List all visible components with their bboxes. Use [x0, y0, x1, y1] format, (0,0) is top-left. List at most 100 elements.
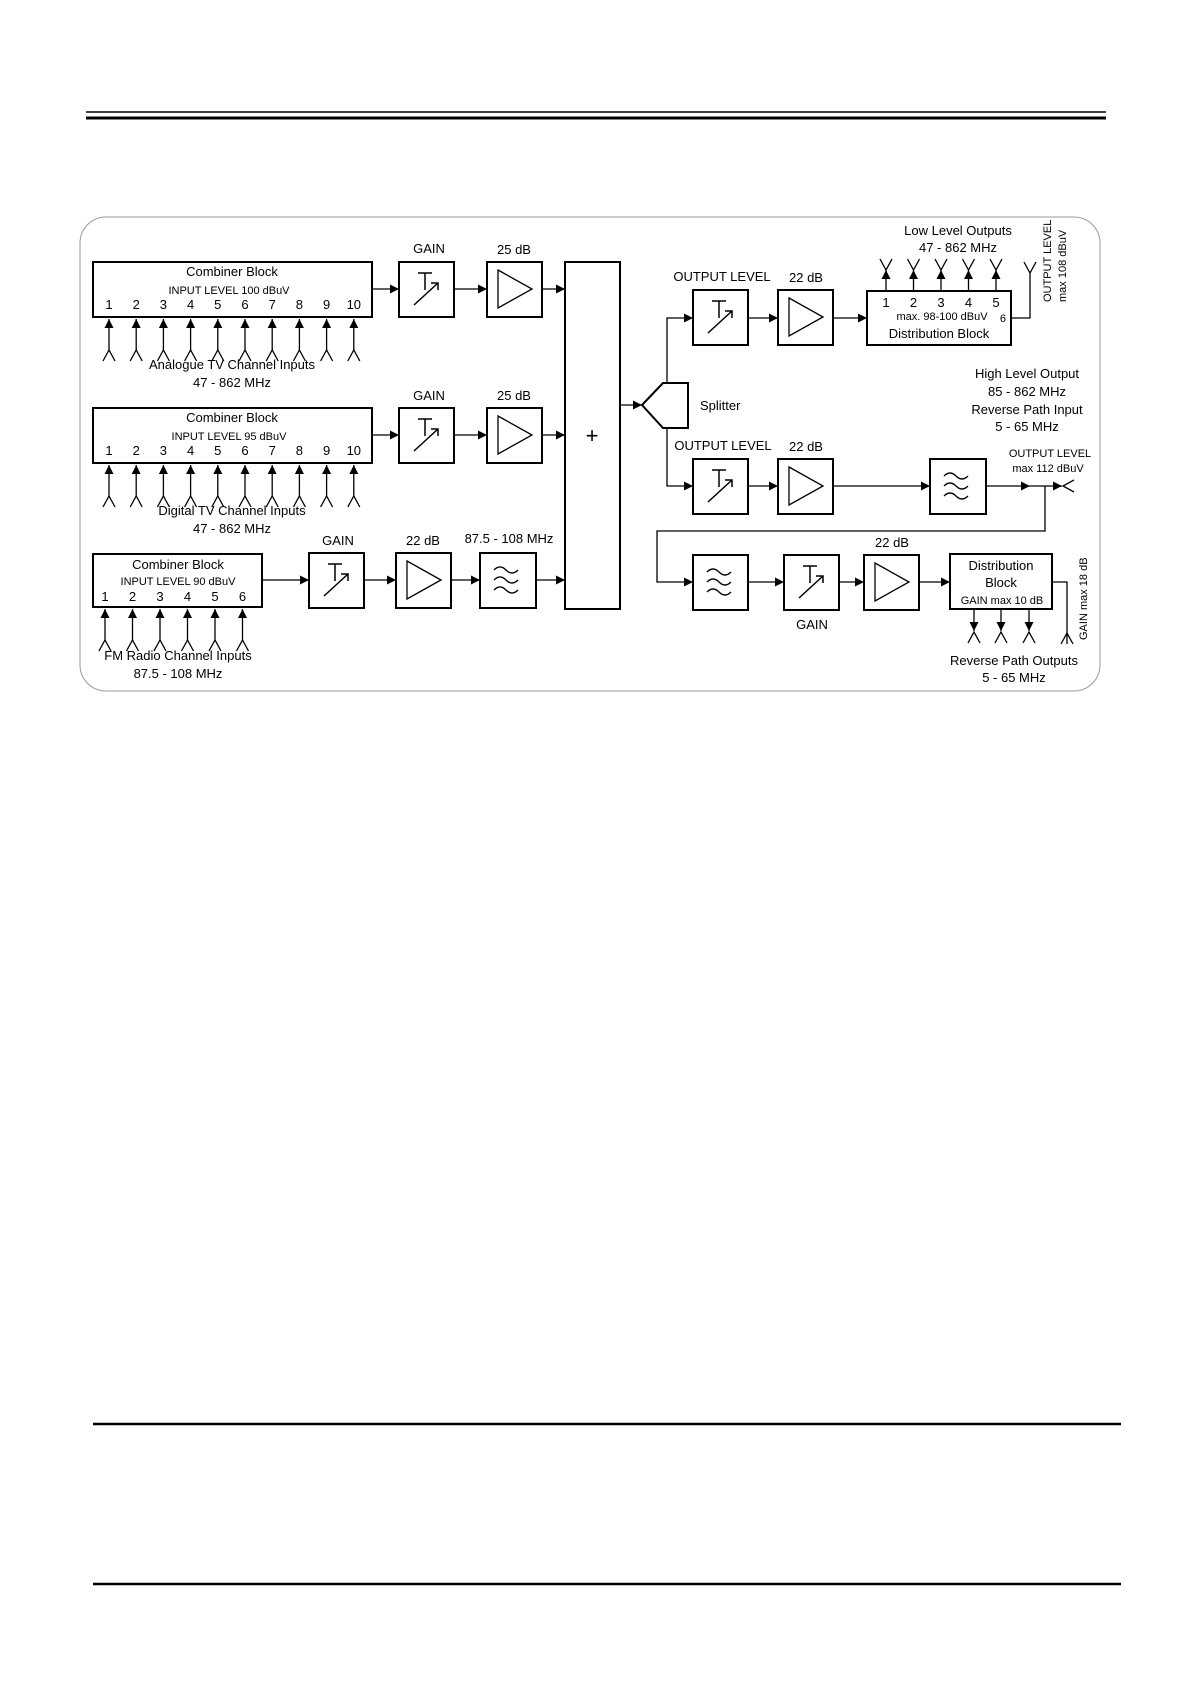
- antenna-input-icon: [320, 494, 334, 508]
- distribution-port-number: 3: [937, 295, 944, 310]
- combiner-port-number: 3: [160, 443, 167, 458]
- antenna-input-icon: [156, 494, 170, 508]
- distribution-port-number: 2: [910, 295, 917, 310]
- combiner-port-number: 8: [296, 297, 303, 312]
- summer-symbol: +: [586, 423, 599, 448]
- high-level-info: High Level Output 85 - 862 MHz Reverse P…: [971, 366, 1083, 434]
- low-outputs-title: Low Level Outputs: [904, 223, 1012, 238]
- combiner-port-number: 4: [184, 589, 191, 604]
- reverse-side-gain: GAIN max 18 dB: [1078, 557, 1090, 640]
- combiner-port-number: 2: [129, 589, 136, 604]
- combiner-port-number: 1: [105, 443, 112, 458]
- output-level-label: OUTPUT LEVEL: [674, 438, 771, 453]
- reverse-outputs-band: 5 - 65 MHz: [982, 670, 1046, 685]
- antenna-reverse-output-icon: [994, 630, 1008, 644]
- antenna-input-icon: [238, 348, 252, 362]
- antenna-reverse-output-icon: [1022, 630, 1036, 644]
- output-level-attenuator-low: OUTPUT LEVEL: [673, 269, 771, 346]
- combiner-title: Combiner Block: [186, 410, 278, 425]
- distribution-port-number: 1: [882, 295, 889, 310]
- reverse-path-input-title: Reverse Path Input: [971, 402, 1083, 417]
- amplifier-gain-label: 22 dB: [875, 535, 909, 550]
- low-side-output-max: max 108 dBuV: [1057, 229, 1069, 302]
- combiner-port-number: 10: [347, 443, 361, 458]
- combiner-caption: FM Radio Channel Inputs: [104, 648, 252, 663]
- distribution-title: Distribution Block: [889, 326, 990, 341]
- combiner-port-number: 10: [347, 297, 361, 312]
- antenna-input-icon: [208, 638, 222, 652]
- combiner-title: Combiner Block: [186, 264, 278, 279]
- reverse-path-input-band: 5 - 65 MHz: [995, 419, 1059, 434]
- reverse-block-title: Distribution: [968, 558, 1033, 573]
- antenna-input-icon: [184, 348, 198, 362]
- amplifier-25db-1: 25 dB: [486, 242, 543, 318]
- gain-attenuator-3: GAIN: [308, 533, 365, 609]
- combiner-port-number: 2: [133, 297, 140, 312]
- combiner-port-number: 5: [214, 443, 221, 458]
- combiner-port-number: 7: [269, 297, 276, 312]
- antenna-input-icon: [156, 348, 170, 362]
- bandpass-filter-fm: 87.5 - 108 MHz: [465, 531, 554, 609]
- amplifier-gain-label: 22 dB: [789, 439, 823, 454]
- header-rule: [86, 111, 1106, 120]
- antenna-input-icon: [184, 494, 198, 508]
- combiner-port-number: 1: [101, 589, 108, 604]
- antenna-input-icon: [153, 638, 167, 652]
- reverse-block-gain: GAIN max 10 dB: [961, 595, 1044, 607]
- combiner-port-number: 9: [323, 297, 330, 312]
- gain-attenuator-reverse: GAIN: [783, 554, 840, 632]
- diagram-frame: [79, 216, 1101, 692]
- antenna-output-icon: [989, 258, 1003, 272]
- antenna-input-icon: [129, 494, 143, 508]
- antenna-input-icon: [292, 348, 306, 362]
- gain-label: GAIN: [796, 617, 828, 632]
- distribution-port-number: 5: [992, 295, 999, 310]
- antenna-input-icon: [211, 348, 225, 362]
- amplifier-gain-label: 25 dB: [497, 242, 531, 257]
- distribution-level: max. 98-100 dBuV: [896, 311, 988, 323]
- antenna-input-icon: [235, 638, 250, 652]
- antenna-output-icon: [879, 258, 893, 272]
- combiner-port-number: 9: [323, 443, 330, 458]
- high-level-output-title: High Level Output: [975, 366, 1079, 381]
- combiner-port-number: 6: [241, 297, 248, 312]
- amplifier-22db-reverse: 22 dB: [863, 535, 920, 611]
- antenna-input-icon: [292, 494, 306, 508]
- amplifier-22db-fm: 22 dB: [395, 533, 452, 609]
- antenna-input-icon: [98, 638, 112, 652]
- diplex-filter-reverse: [692, 554, 749, 611]
- antenna-high-output-icon: [1061, 479, 1075, 493]
- antenna-input-icon: [238, 494, 252, 508]
- antenna-input-icon: [180, 638, 195, 652]
- filter-band-label: 87.5 - 108 MHz: [465, 531, 554, 546]
- output-level-attenuator-high: OUTPUT LEVEL: [674, 438, 772, 515]
- high-output-level: OUTPUT LEVEL: [1009, 448, 1091, 460]
- distribution-block-reverse: Distribution Block GAIN max 10 dB GAIN m…: [949, 553, 1090, 685]
- high-level-output-band: 85 - 862 MHz: [988, 384, 1066, 399]
- antenna-reverse-output-icon: [967, 630, 981, 644]
- antenna-input-icon: [102, 494, 116, 508]
- combiner-title: Combiner Block: [132, 557, 224, 572]
- summing-combiner: +: [564, 261, 621, 610]
- amplifier-22db-low: 22 dB: [777, 270, 834, 346]
- antenna-input-icon: [211, 494, 225, 508]
- reverse-block-title-2: Block: [985, 575, 1017, 590]
- combiner-input-level: INPUT LEVEL 100 dBuV: [168, 285, 290, 297]
- distribution-port-number: 4: [965, 295, 972, 310]
- distribution-port-6: 6: [1000, 313, 1006, 325]
- amplifier-22db-high: 22 dB: [777, 439, 834, 515]
- combiner-port-number: 2: [133, 443, 140, 458]
- antenna-input-icon: [129, 348, 143, 362]
- combiner-port-number: 4: [187, 297, 194, 312]
- combiner-caption: Analogue TV Channel Inputs: [149, 357, 315, 372]
- antenna-input-icon: [125, 638, 140, 652]
- gain-attenuator-1: GAIN: [398, 241, 455, 318]
- gain-label: GAIN: [322, 533, 354, 548]
- combiner-port-number: 6: [239, 589, 246, 604]
- combiner-port-number: 5: [211, 589, 218, 604]
